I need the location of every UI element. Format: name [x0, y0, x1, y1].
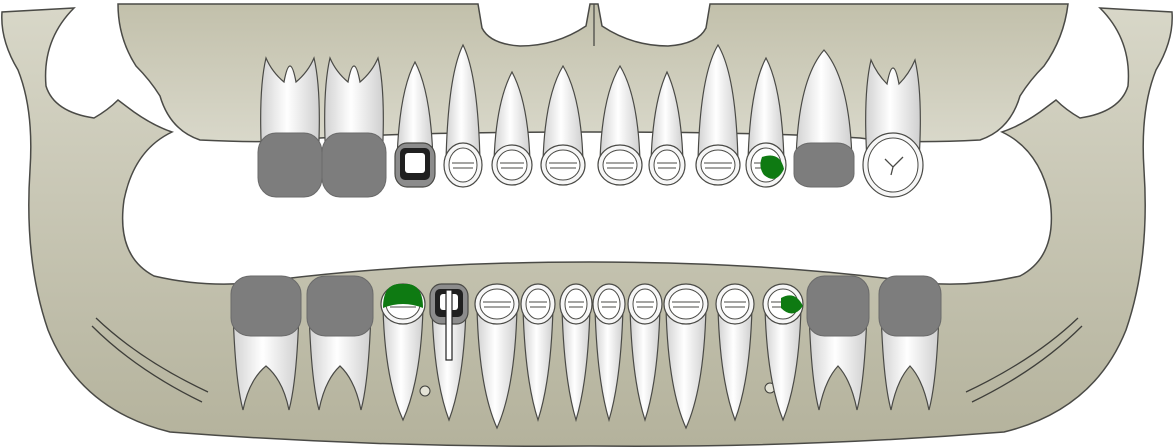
upper-tooth-1[interactable] [258, 58, 322, 197]
upper-tooth-12[interactable] [863, 60, 923, 197]
upper-tooth-2[interactable] [322, 58, 386, 197]
